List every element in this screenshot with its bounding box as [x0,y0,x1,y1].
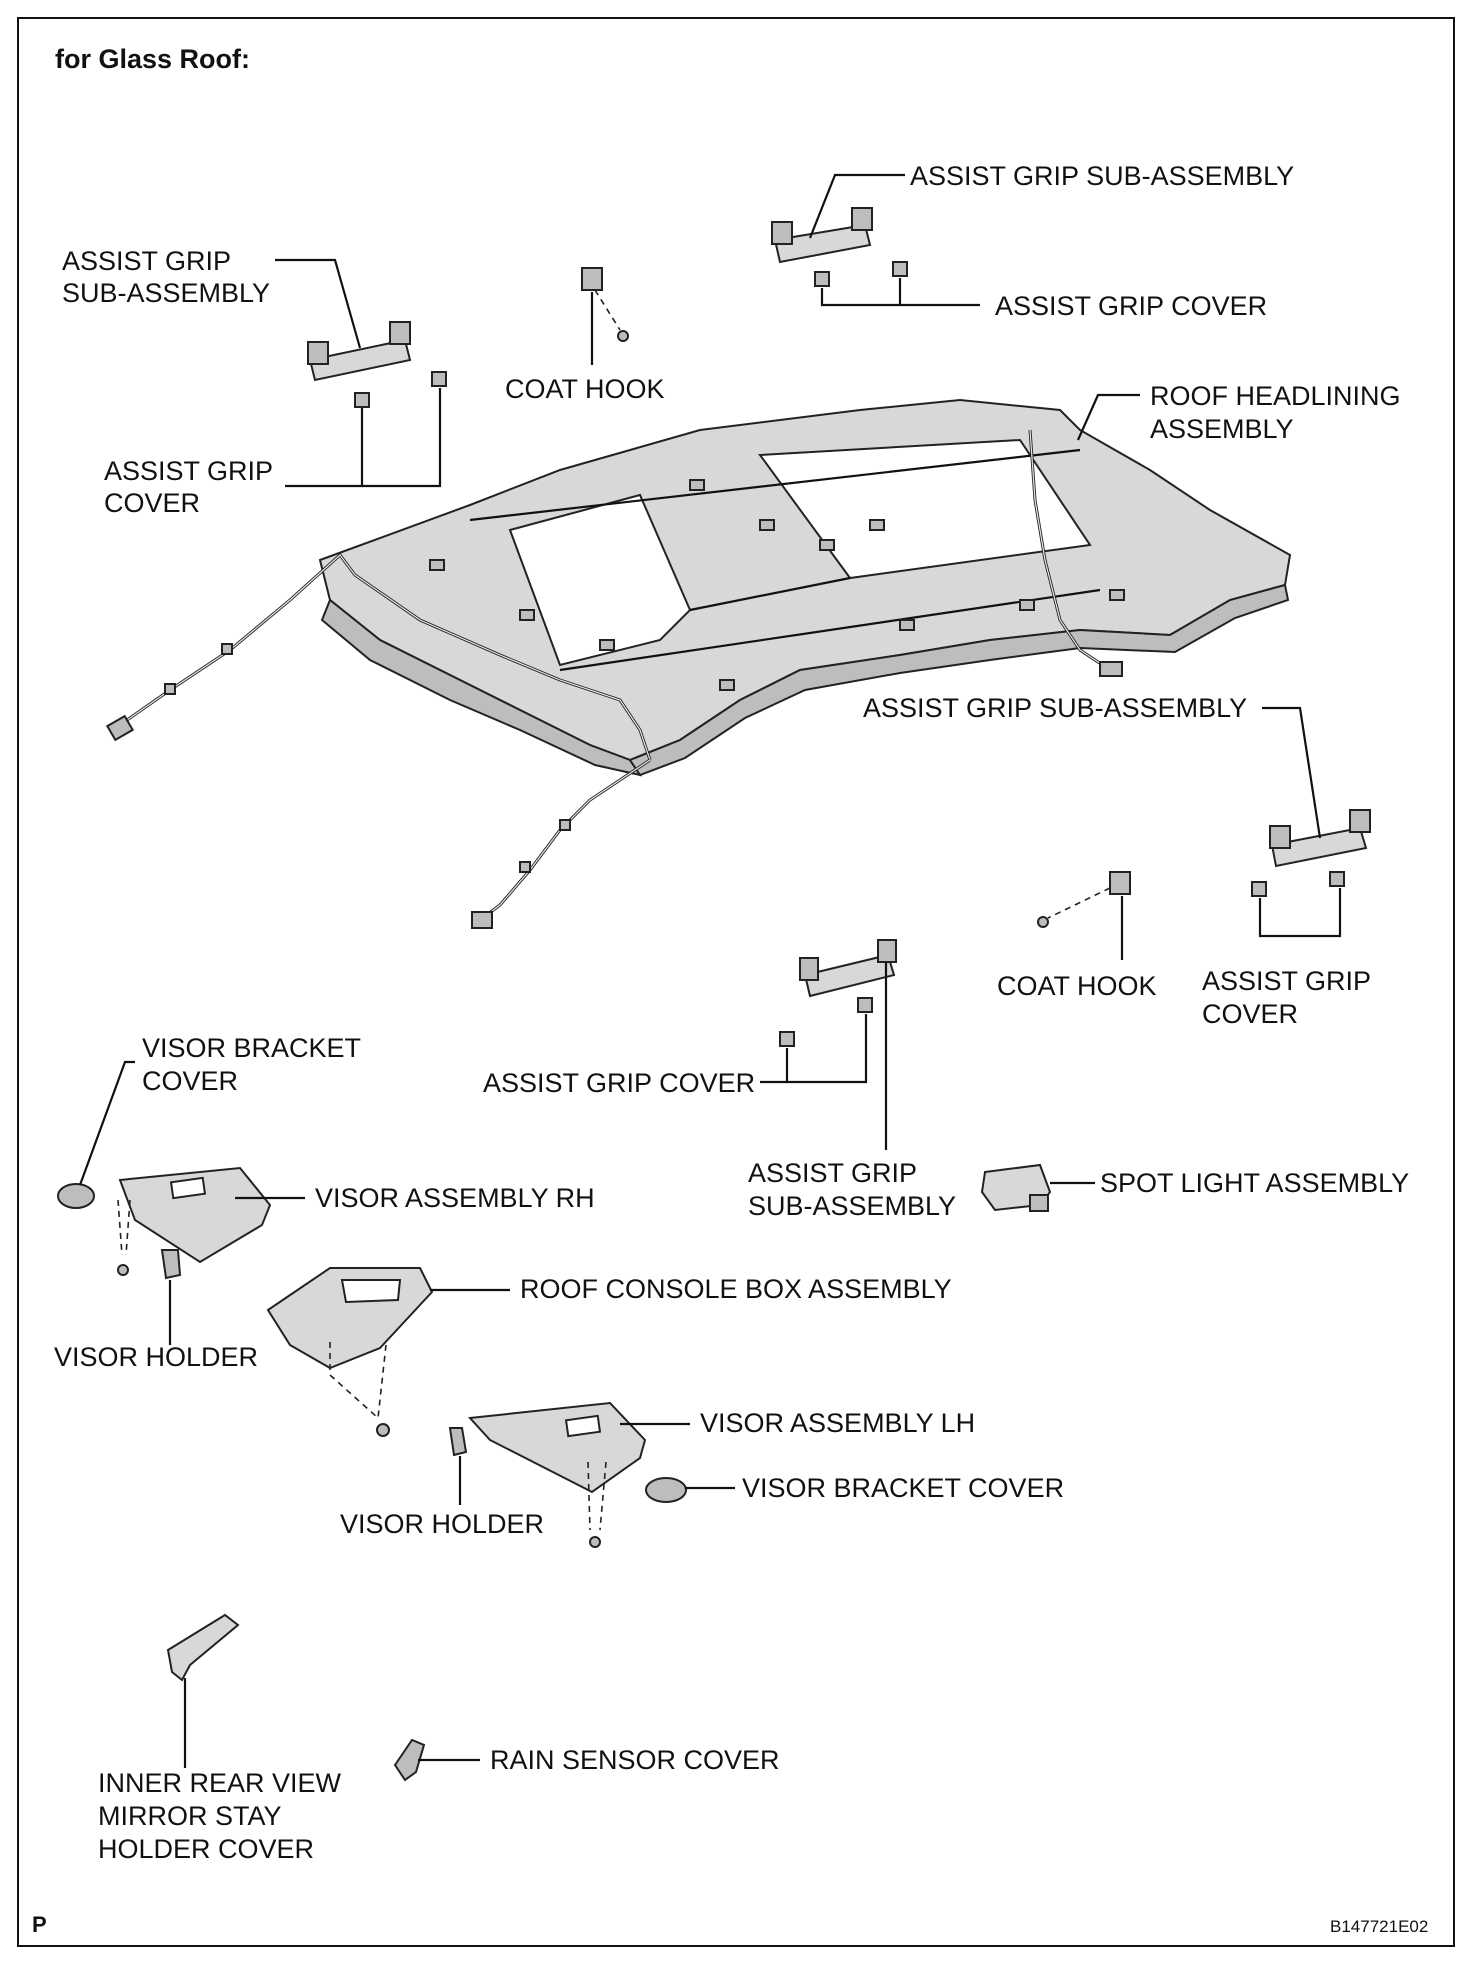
label-roof-headlining-1: ROOF HEADLINING [1150,381,1401,411]
leader-assist-grip-cover-right [1258,888,1342,938]
label-roof-headlining-2: ASSEMBLY [1150,414,1294,444]
label-coat-hook-right: COAT HOOK [997,971,1157,1001]
label-roof-console: ROOF CONSOLE BOX ASSEMBLY [520,1274,952,1304]
label-visor-rh: VISOR ASSEMBLY RH [315,1183,595,1213]
visor-bracket-cover-rh [57,1183,95,1209]
assist-grip-sub-assembly-top [771,207,908,287]
label-visor-bracket-cover-bottom: VISOR BRACKET COVER [742,1473,1064,1503]
label-visor-holder-mid: VISOR HOLDER [340,1509,544,1539]
label-visor-bracket-cover-top-2: COVER [142,1066,238,1096]
rain-sensor-cover [393,1738,426,1782]
label-assist-grip-cover-mid: ASSIST GRIP COVER [483,1068,755,1098]
leader-assist-grip-cover-left [285,408,364,488]
label-visor-holder-left: VISOR HOLDER [54,1342,258,1372]
assist-grip-sub-assembly-mid [779,939,897,1047]
label-visor-bracket-cover-top-1: VISOR BRACKET [142,1033,361,1063]
leader-assist-grip-sub-left [275,258,362,349]
coat-hook-top [581,267,629,342]
coat-hook-right [1037,871,1131,928]
spot-light-assembly [980,1163,1052,1212]
label-assist-grip-cover-left-1: ASSIST GRIP [104,456,273,486]
label-coat-hook-top: COAT HOOK [505,374,665,404]
label-assist-grip-sub-right: ASSIST GRIP SUB-ASSEMBLY [863,693,1247,723]
label-assist-grip-sub-mid-1: ASSIST GRIP [748,1158,917,1188]
roof-console-box-assembly [266,1267,434,1437]
page-code: P [32,1912,47,1937]
page-frame [17,17,1455,1947]
label-assist-grip-sub-left-2: SUB-ASSEMBLY [62,278,270,308]
label-assist-grip-cover-left-2: COVER [104,488,200,518]
diagram-title: for Glass Roof: [55,44,250,74]
visor-assembly-lh [448,1401,687,1548]
label-assist-grip-cover-top: ASSIST GRIP COVER [995,291,1267,321]
label-visor-lh: VISOR ASSEMBLY LH [700,1408,975,1438]
leader-assist-grip-cover-mid [785,1014,868,1084]
leader-assist-grip-cover-top [820,288,980,307]
leader-assist-grip-sub-top [808,173,905,239]
assist-grip-sub-assembly-right [1251,809,1371,897]
inner-rear-view-mirror-stay-holder-cover [166,1613,240,1682]
leader-assist-grip-sub-right [1262,706,1322,839]
label-assist-grip-sub-top: ASSIST GRIP SUB-ASSEMBLY [910,161,1294,191]
label-assist-grip-sub-mid-2: SUB-ASSEMBLY [748,1191,956,1221]
label-assist-grip-sub-left-1: ASSIST GRIP [62,246,231,276]
label-rain-sensor: RAIN SENSOR COVER [490,1745,780,1775]
label-assist-grip-cover-right-2: COVER [1202,999,1298,1029]
roof-headlining-assembly [105,398,1292,929]
leader-assist-grip-cover-left-2 [362,388,442,488]
label-assist-grip-cover-right-1: ASSIST GRIP [1202,966,1371,996]
figure-id: B147721E02 [1330,1917,1428,1936]
label-spot-light: SPOT LIGHT ASSEMBLY [1100,1168,1409,1198]
assist-grip-sub-assembly-left [307,321,447,408]
visor-assembly-rh [117,1166,272,1280]
label-mirror-stay-2: MIRROR STAY [98,1801,282,1831]
leader-visor-bracket-cover-top [78,1060,135,1186]
leader-roof-headlining [1076,393,1140,441]
label-mirror-stay-3: HOLDER COVER [98,1834,314,1864]
label-mirror-stay-1: INNER REAR VIEW [98,1768,342,1798]
